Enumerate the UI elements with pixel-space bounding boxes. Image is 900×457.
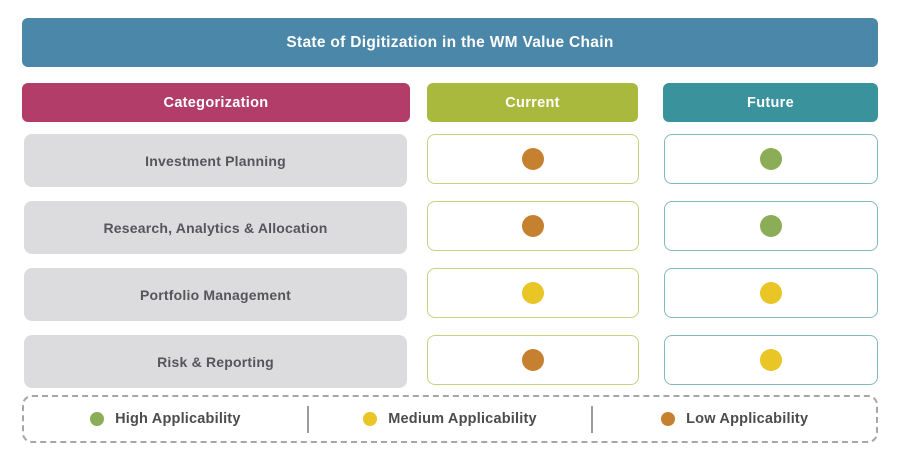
rating-dot	[760, 349, 782, 371]
current-cell	[427, 201, 639, 251]
column-header-current: Current	[427, 83, 638, 122]
legend-item-medium: Medium Applicability	[309, 397, 592, 441]
rating-dot	[760, 215, 782, 237]
legend-divider	[591, 405, 594, 433]
rating-dot	[522, 148, 544, 170]
legend-item-low: Low Applicability	[593, 397, 876, 441]
future-cell	[664, 134, 878, 184]
legend-label: High Applicability	[115, 411, 241, 427]
chart-title: State of Digitization in the WM Value Ch…	[22, 18, 878, 67]
column-header-categorization: Categorization	[22, 83, 410, 122]
legend-label: Medium Applicability	[388, 411, 537, 427]
future-cell	[664, 268, 878, 318]
rating-dot	[760, 148, 782, 170]
high-applicability-dot-icon	[90, 412, 105, 426]
row-label-risk-reporting: Risk & Reporting	[24, 335, 407, 388]
legend-item-high: High Applicability	[24, 397, 307, 441]
column-header-future: Future	[663, 83, 878, 122]
future-cell	[664, 201, 878, 251]
rating-dot	[522, 282, 544, 304]
table-row: Risk & Reporting	[0, 335, 900, 388]
rating-dot	[760, 282, 782, 304]
table-row: Portfolio Management	[0, 268, 900, 321]
current-cell	[427, 134, 639, 184]
low-applicability-dot-icon	[661, 412, 676, 426]
medium-applicability-dot-icon	[363, 412, 378, 426]
current-cell	[427, 335, 639, 385]
legend-divider	[306, 405, 309, 433]
current-cell	[427, 268, 639, 318]
row-label-research-analytics-allocation: Research, Analytics & Allocation	[24, 201, 407, 254]
rating-dot	[522, 349, 544, 371]
future-cell	[664, 335, 878, 385]
rating-dot	[522, 215, 544, 237]
table-row: Research, Analytics & Allocation	[0, 201, 900, 254]
table-row: Investment Planning	[0, 134, 900, 187]
legend: High Applicability Medium Applicability …	[22, 395, 878, 443]
legend-label: Low Applicability	[686, 411, 809, 427]
row-label-investment-planning: Investment Planning	[24, 134, 407, 187]
row-label-portfolio-management: Portfolio Management	[24, 268, 407, 321]
